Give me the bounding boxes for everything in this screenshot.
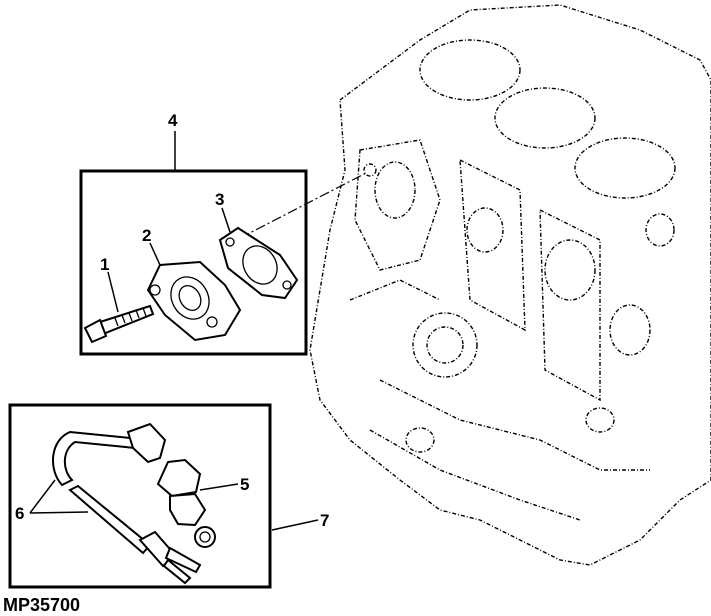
callout-6: 6	[15, 504, 24, 523]
leader-7	[271, 519, 319, 531]
adapter-kit-frame	[79, 169, 308, 356]
leader-5	[199, 483, 239, 491]
callout-2: 2	[142, 226, 151, 245]
leader-6b	[29, 511, 89, 514]
gasket	[218, 226, 299, 300]
engine-block	[309, 4, 711, 566]
leader-3	[221, 207, 231, 233]
figure-code: MP35700	[3, 595, 80, 615]
heater-element	[156, 458, 216, 548]
alignment-line	[239, 171, 369, 239]
heater-kit-frame	[8, 403, 272, 589]
cap-screw	[83, 304, 155, 344]
callout-5: 5	[240, 475, 249, 494]
adapter-flange	[146, 260, 242, 342]
callout-4: 4	[168, 111, 178, 130]
leader-6a	[29, 479, 56, 514]
heater-cable	[51, 422, 202, 585]
leader-2	[149, 242, 161, 266]
callout-7: 7	[320, 511, 329, 530]
callout-3: 3	[215, 190, 224, 209]
leader-1	[107, 271, 119, 313]
callout-1: 1	[100, 255, 109, 274]
